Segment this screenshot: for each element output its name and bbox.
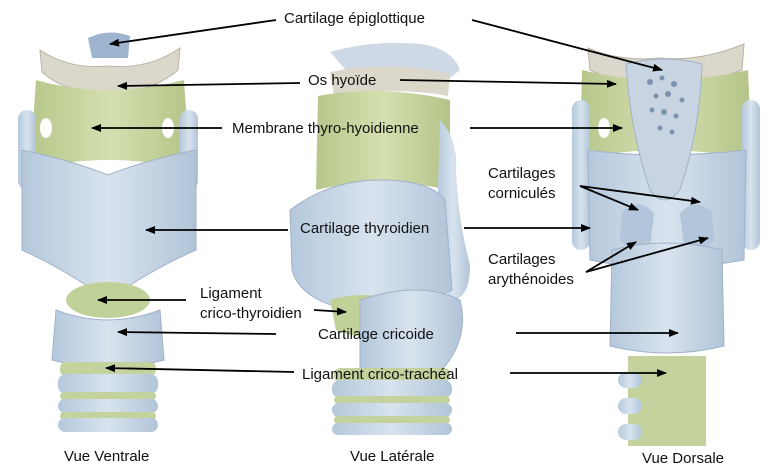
label-cartilages-arythenoides-line2: arythénoides xyxy=(488,270,574,290)
label-cartilage-thyroidien: Cartilage thyroidien xyxy=(300,220,429,238)
view-label-dorsale: Vue Dorsale xyxy=(642,450,724,467)
label-cartilages-arythenoides: Cartilages arythénoides xyxy=(488,250,574,290)
view-label-ventrale: Vue Ventrale xyxy=(64,448,149,465)
ventral-epiglottis xyxy=(88,32,130,58)
dorsal-cricoid xyxy=(610,243,724,353)
dorsal-arytenoid-left xyxy=(620,204,654,248)
dorsal-view-illustration xyxy=(572,44,760,446)
label-cartilage-epiglottique: Cartilage épiglottique xyxy=(284,10,425,28)
ventral-cricoid xyxy=(52,310,164,368)
ventral-view-illustration xyxy=(18,32,198,432)
label-cartilages-arythenoides-line1: Cartilages xyxy=(488,250,574,270)
label-membrane-thyro-hyoidienne: Membrane thyro-hyoidienne xyxy=(232,120,419,138)
lateral-thyrohyoid-membrane xyxy=(316,91,450,190)
label-ligament-crico-thyroidien-line2: crico-thyroidien xyxy=(200,304,302,324)
dorsal-arytenoid-right xyxy=(680,204,714,248)
label-cartilage-cricoide: Cartilage cricoide xyxy=(318,326,434,344)
label-cartilages-cornicules-line1: Cartilages xyxy=(488,164,556,184)
arrow-epiglottique-right xyxy=(472,20,662,70)
label-ligament-crico-thyroidien-line1: Ligament xyxy=(200,284,302,304)
label-os-hyoide: Os hyoïde xyxy=(308,72,376,90)
ventral-thyroid-cartilage xyxy=(22,150,196,300)
arrow-epiglottique-left xyxy=(110,20,276,44)
label-cartilages-cornicules-line2: corniculés xyxy=(488,184,556,204)
label-ligament-crico-thyroidien: Ligament crico-thyroidien xyxy=(200,284,302,324)
view-label-laterale: Vue Latérale xyxy=(350,448,435,465)
label-ligament-crico-tracheal: Ligament crico-trachéal xyxy=(302,366,458,384)
label-cartilages-cornicules: Cartilages corniculés xyxy=(488,164,556,204)
